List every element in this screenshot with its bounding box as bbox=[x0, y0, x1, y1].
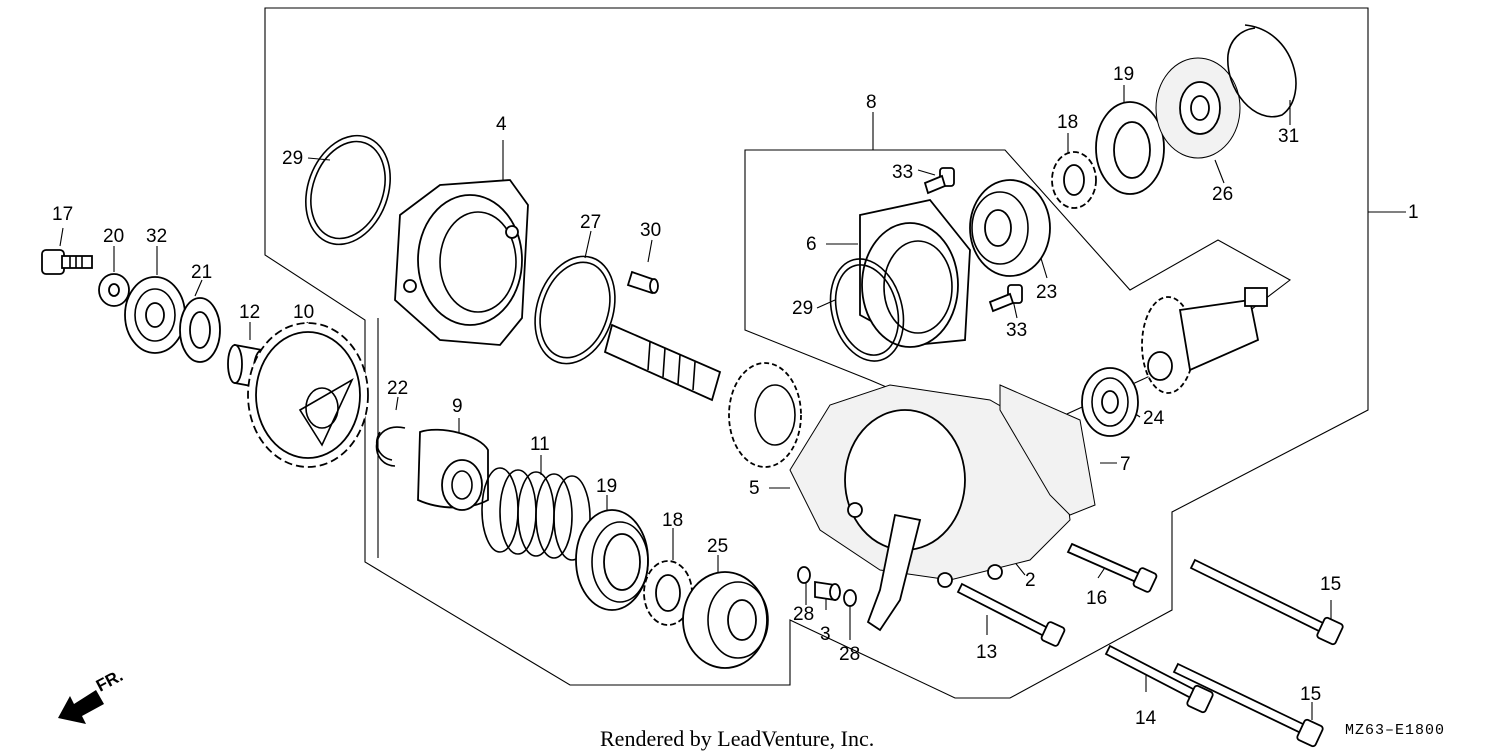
callout-27: 27 bbox=[580, 212, 601, 233]
oil-seal-19-upper bbox=[1095, 101, 1165, 195]
callout-22: 22 bbox=[387, 378, 408, 399]
bearing-holder-6 bbox=[859, 199, 971, 348]
callout-33-lower: 33 bbox=[1006, 320, 1027, 341]
callout-17: 17 bbox=[52, 204, 73, 225]
callout-29-left: 29 bbox=[282, 148, 303, 169]
callout-7: 7 bbox=[1120, 454, 1131, 475]
callout-9: 9 bbox=[452, 396, 463, 417]
circlip-22 bbox=[375, 426, 406, 467]
lock-nut-18-upper bbox=[1051, 151, 1097, 209]
callout-28-right: 28 bbox=[839, 644, 860, 665]
diagram-code: MZ63–E1800 bbox=[1345, 722, 1445, 739]
circlip-31 bbox=[1227, 24, 1297, 118]
gear-case-5 bbox=[789, 384, 1071, 632]
bearing-32 bbox=[124, 276, 186, 354]
oil-seal-26 bbox=[1155, 57, 1241, 159]
callout-21: 21 bbox=[191, 262, 212, 283]
front-direction-label: FR. bbox=[93, 666, 126, 696]
pinion-shaft bbox=[603, 323, 802, 468]
callout-15-lower: 15 bbox=[1300, 684, 1321, 705]
lock-nut-18-lower bbox=[643, 560, 693, 626]
spring-11 bbox=[481, 467, 591, 561]
callout-labels: 1 2 3 4 5 6 7 8 9 10 11 12 13 14 15 15 1… bbox=[52, 64, 1419, 729]
callout-23: 23 bbox=[1036, 282, 1057, 303]
collar-3 bbox=[814, 580, 841, 602]
front-direction-arrow-icon bbox=[58, 690, 104, 724]
callout-2: 2 bbox=[1025, 570, 1036, 591]
o-ring-29-left bbox=[305, 134, 391, 246]
bolt-13 bbox=[956, 582, 1066, 647]
callout-32: 32 bbox=[146, 226, 167, 247]
callout-19-lower: 19 bbox=[596, 476, 617, 497]
callout-24: 24 bbox=[1143, 408, 1165, 429]
bearing-23 bbox=[969, 179, 1051, 277]
callout-19-upper: 19 bbox=[1113, 64, 1134, 85]
bearing-24 bbox=[1081, 367, 1139, 437]
dowel-pin-30 bbox=[626, 270, 659, 295]
callout-11: 11 bbox=[530, 434, 550, 455]
bolt-17 bbox=[41, 249, 93, 275]
ring-gear-assembly bbox=[1141, 287, 1268, 394]
callout-33-upper: 33 bbox=[892, 162, 913, 183]
washer-28-left bbox=[797, 566, 811, 584]
bearing-25 bbox=[682, 571, 769, 669]
callout-8: 8 bbox=[866, 92, 877, 113]
bolt-15-lower bbox=[1172, 662, 1324, 748]
callout-20: 20 bbox=[103, 226, 124, 247]
callout-16: 16 bbox=[1086, 588, 1107, 609]
callout-18-upper: 18 bbox=[1057, 112, 1078, 133]
bolt-33-upper bbox=[923, 167, 955, 195]
callout-26: 26 bbox=[1212, 184, 1233, 205]
bolt-14 bbox=[1104, 644, 1214, 714]
bearing-holder-4 bbox=[394, 179, 529, 346]
damper-cam-9 bbox=[417, 428, 489, 511]
washer-20 bbox=[98, 273, 130, 307]
callout-13: 13 bbox=[976, 642, 997, 663]
callout-18-lower: 18 bbox=[662, 510, 683, 531]
callout-29-right: 29 bbox=[792, 298, 813, 319]
callout-5: 5 bbox=[749, 478, 760, 499]
bolt-16 bbox=[1066, 542, 1158, 593]
washer-21 bbox=[179, 297, 221, 363]
gasket-7 bbox=[999, 384, 1096, 516]
callout-28-left: 28 bbox=[793, 604, 814, 625]
gear-10 bbox=[247, 322, 369, 468]
credit-text: Rendered by LeadVenture, Inc. bbox=[600, 726, 874, 751]
callout-6: 6 bbox=[806, 234, 817, 255]
bolt-33-lower bbox=[988, 284, 1023, 313]
o-ring-29-right bbox=[829, 258, 905, 362]
callout-4: 4 bbox=[496, 114, 507, 135]
callout-31: 31 bbox=[1278, 126, 1299, 147]
o-ring-27 bbox=[534, 255, 616, 365]
callout-1: 1 bbox=[1408, 202, 1419, 223]
bolt-15-upper bbox=[1189, 558, 1344, 646]
oil-seal-19-lower bbox=[575, 509, 649, 611]
callout-12: 12 bbox=[239, 302, 260, 323]
callout-3: 3 bbox=[820, 624, 831, 645]
callout-15-upper: 15 bbox=[1320, 574, 1341, 595]
callout-10: 10 bbox=[293, 302, 314, 323]
washer-28-right bbox=[843, 589, 857, 607]
callout-14: 14 bbox=[1135, 708, 1157, 729]
callout-30: 30 bbox=[640, 220, 661, 241]
callout-25: 25 bbox=[707, 536, 728, 557]
